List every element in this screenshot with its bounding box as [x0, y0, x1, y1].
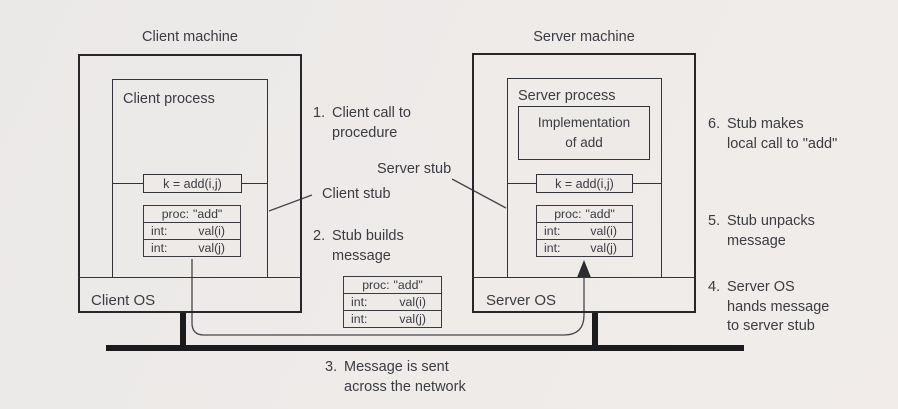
client-os-label: Client OS — [91, 292, 156, 309]
step-line: Server OS — [727, 279, 795, 295]
step-line: Client call to — [332, 105, 411, 121]
server-stub-label: Server stub — [377, 161, 452, 177]
step-5-stub-unpacks: 5. Stub unpacks message — [708, 212, 815, 251]
client-os-divider — [78, 277, 302, 279]
step-line: Stub unpacks — [727, 213, 815, 229]
message-row: int: val(j) — [143, 238, 241, 257]
message-field-value: val(i) — [198, 223, 225, 238]
message-curve — [191, 259, 585, 336]
server-process-divider-left — [507, 183, 537, 185]
message-field-value: val(j) — [198, 240, 225, 255]
step-line: Message is sent — [344, 359, 449, 375]
message-row: int: val(i) — [536, 221, 633, 240]
server-os-divider — [472, 277, 696, 279]
step-number: 5. — [708, 213, 721, 229]
message-field-value: "add" — [585, 207, 615, 221]
message-field-name: int: — [544, 223, 561, 238]
step-line: Stub builds — [332, 228, 404, 244]
step-number: 3. — [325, 359, 338, 375]
message-field-value: "add" — [393, 278, 423, 292]
step-4-server-os-hands-message: 4. Server OS hands message to server stu… — [708, 278, 829, 337]
message-field-value: val(i) — [399, 294, 426, 309]
step-line: hands message — [727, 298, 830, 315]
server-machine-box — [472, 53, 696, 313]
step-number: 6. — [708, 116, 721, 132]
message-field-value: val(j) — [399, 311, 426, 326]
client-network-drop-line — [180, 313, 186, 351]
server-process-title: Server process — [518, 88, 616, 104]
message-row: proc: "add" — [536, 205, 633, 223]
server-call-box: k = add(i,j) — [536, 174, 633, 193]
client-machine-title: Client machine — [142, 29, 238, 45]
server-machine-title: Server machine — [533, 29, 635, 45]
message-field-value: val(j) — [590, 240, 617, 255]
client-process-divider-left — [112, 183, 144, 185]
server-network-drop-line — [592, 313, 598, 351]
server-stub-pointer-line — [451, 178, 507, 209]
implementation-of-add-box: Implementation of add — [518, 106, 650, 160]
client-process-divider-right — [241, 183, 268, 185]
client-stub-message-box: proc: "add" int: val(i) int: val(j) — [143, 205, 241, 257]
message-field-value: "add" — [193, 207, 223, 221]
server-process-divider-right — [632, 183, 662, 185]
message-field-name: int: — [351, 311, 368, 326]
message-arrowhead-icon — [577, 260, 591, 277]
message-field-name: int: — [151, 240, 168, 255]
server-stub-message-box: proc: "add" int: val(i) int: val(j) — [536, 205, 633, 257]
message-row: int: val(i) — [343, 292, 442, 311]
message-field-name: proc: — [362, 278, 390, 292]
message-field-name: int: — [151, 223, 168, 238]
message-field-name: int: — [544, 240, 561, 255]
step-line: across the network — [344, 378, 466, 395]
step-number: 2. — [313, 228, 326, 244]
message-row: int: val(j) — [536, 238, 633, 257]
message-field-name: proc: — [554, 207, 582, 221]
step-line: Stub makes — [727, 116, 804, 132]
step-2-stub-builds-message: 2. Stub builds message — [313, 227, 404, 266]
message-row: proc: "add" — [343, 276, 442, 294]
step-line: to server stub — [727, 318, 815, 334]
step-number: 4. — [708, 279, 721, 295]
client-call-box: k = add(i,j) — [143, 174, 242, 193]
message-field-name: int: — [351, 294, 368, 309]
message-row: int: val(j) — [343, 309, 442, 328]
implementation-label-line2: of add — [565, 135, 603, 150]
network-message-box: proc: "add" int: val(i) int: val(j) — [343, 276, 442, 328]
server-os-label: Server OS — [486, 292, 557, 309]
client-machine-box — [78, 54, 302, 313]
implementation-label-line1: Implementation — [537, 115, 631, 130]
network-bus-line — [106, 345, 744, 351]
message-row: proc: "add" — [143, 205, 241, 223]
client-process-title: Client process — [123, 91, 215, 107]
client-stub-label: Client stub — [322, 186, 391, 202]
message-row: int: val(i) — [143, 221, 241, 240]
step-6-stub-makes-local-call: 6. Stub makes local call to "add" — [708, 115, 837, 154]
client-stub-pointer-line — [268, 194, 313, 212]
step-line: message — [727, 232, 786, 249]
step-line: local call to "add" — [727, 135, 838, 152]
message-field-name: proc: — [161, 207, 190, 221]
step-3-message-sent: 3. Message is sent across the network — [325, 358, 466, 397]
step-line: procedure — [332, 124, 398, 141]
step-number: 1. — [313, 105, 326, 121]
step-1-client-call: 1. Client call to procedure — [313, 104, 411, 143]
message-field-value: val(i) — [590, 223, 617, 238]
step-line: message — [332, 247, 391, 264]
